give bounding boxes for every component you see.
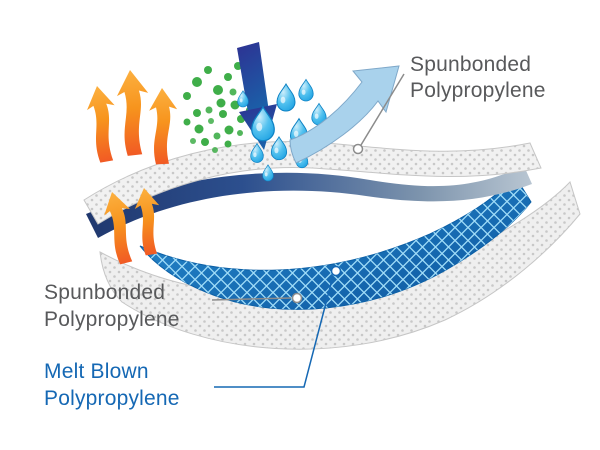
repelled-liquid-arrow-icon (289, 65, 400, 164)
label-top-spunbond: Spunbonded Polypropylene (410, 53, 546, 102)
top-spunbond-layer (83, 141, 542, 225)
label-top-spunbond-line2: Polypropylene (410, 79, 546, 102)
marker-melt-blown (330, 265, 342, 277)
label-melt-blown-line1: Melt Blown (44, 360, 149, 383)
label-left-spunbond-line2: Polypropylene (44, 308, 180, 331)
underside-band (86, 166, 532, 238)
label-melt-blown-line2: Polypropylene (44, 387, 180, 410)
label-top-spunbond-line1: Spunbonded (410, 53, 531, 76)
leader-left-spunbond (211, 292, 303, 304)
marker-top-spunbond (352, 143, 364, 155)
leader-melt-blown (214, 265, 342, 388)
meltblown-layer (139, 175, 532, 310)
label-left-spunbond: Spunbonded Polypropylene (44, 281, 180, 331)
marker-left-spunbond (291, 292, 303, 304)
label-melt-blown: Melt Blown Polypropylene (44, 360, 180, 410)
leader-top-spunbond (352, 73, 405, 155)
label-left-spunbond-line1: Spunbonded (44, 281, 165, 304)
